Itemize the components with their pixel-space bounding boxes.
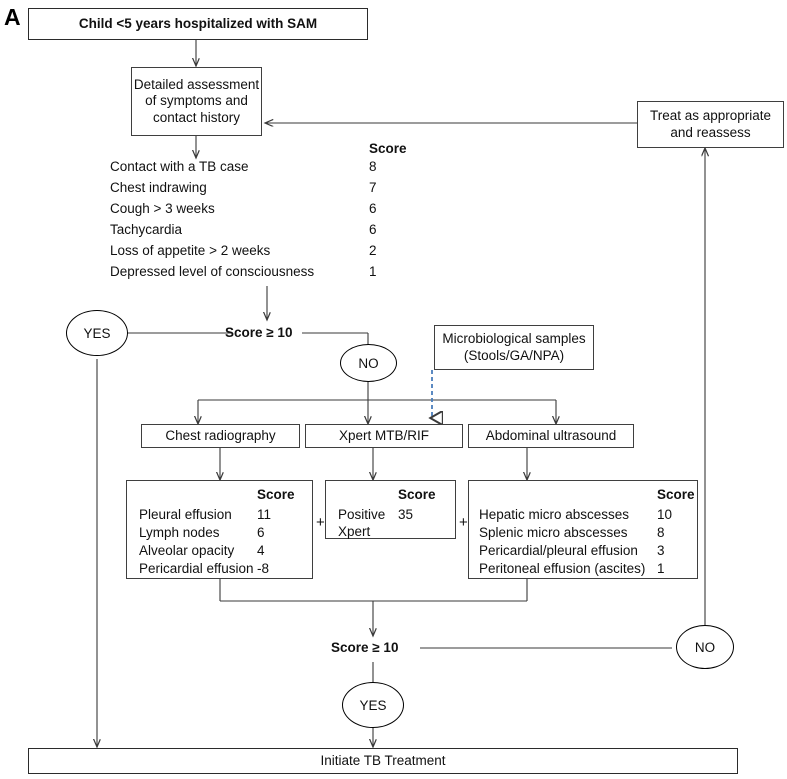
decision-score-threshold-2: Score ≥ 10 bbox=[331, 640, 399, 655]
clinical-score-label-0: Contact with a TB case bbox=[110, 159, 249, 174]
node-start: Child <5 years hospitalized with SAM bbox=[28, 8, 368, 40]
decision-score-threshold-1: Score ≥ 10 bbox=[225, 325, 293, 340]
radiography-label-1: Lymph nodes bbox=[139, 525, 220, 540]
node-chest-radiography: Chest radiography bbox=[141, 424, 300, 448]
clinical-score-value-1: 7 bbox=[369, 180, 377, 195]
node-initiate-tb-treatment: Initiate TB Treatment bbox=[28, 748, 738, 774]
clinical-score-label-4: Loss of appetite > 2 weeks bbox=[110, 243, 271, 258]
decision-yes-2: YES bbox=[342, 682, 404, 728]
radiography-label-0: Pleural effusion bbox=[139, 507, 232, 522]
node-treat-as-appropriate: Treat as appropriate and reassess bbox=[637, 101, 784, 148]
clinical-score-value-3: 6 bbox=[369, 222, 377, 237]
operator-plus-1: + bbox=[316, 514, 325, 531]
clinical-score-value-5: 1 bbox=[369, 264, 377, 279]
radiography-value-3: -8 bbox=[257, 561, 270, 576]
clinical-score-header: Score bbox=[369, 141, 407, 156]
clinical-score-value-2: 6 bbox=[369, 201, 377, 216]
radiography-value-2: 4 bbox=[257, 543, 265, 558]
node-abdominal-ultrasound: Abdominal ultrasound bbox=[468, 424, 634, 448]
decision-yes-1: YES bbox=[66, 310, 128, 356]
xpert-score-header: Score bbox=[398, 487, 436, 502]
ultrasound-label-0: Hepatic micro abscesses bbox=[479, 507, 630, 522]
operator-plus-2: + bbox=[459, 514, 468, 531]
scorebox-ultrasound: Score Hepatic micro abscesses 10 Splenic… bbox=[468, 480, 698, 579]
scorebox-radiography: Score Pleural effusion 11 Lymph nodes 6 … bbox=[126, 480, 313, 579]
node-detailed-assessment: Detailed assessment of symptoms and cont… bbox=[131, 67, 262, 136]
ultrasound-label-1: Splenic micro abscesses bbox=[479, 525, 628, 540]
ultrasound-label-3: Peritoneal effusion (ascites) bbox=[479, 561, 646, 576]
ultrasound-value-0: 10 bbox=[657, 507, 673, 522]
ultrasound-value-1: 8 bbox=[657, 525, 665, 540]
radiography-label-2: Alveolar opacity bbox=[139, 543, 235, 558]
clinical-score-label-3: Tachycardia bbox=[110, 222, 183, 237]
radiography-value-0: 11 bbox=[257, 507, 272, 522]
decision-no-1: NO bbox=[340, 344, 397, 382]
node-xpert-mtb-rif: Xpert MTB/RIF bbox=[305, 424, 463, 448]
clinical-score-value-4: 2 bbox=[369, 243, 377, 258]
ultrasound-value-3: 1 bbox=[657, 561, 665, 576]
panel-label-a: A bbox=[4, 4, 21, 30]
xpert-label-0: Positive Xpert bbox=[338, 507, 386, 539]
clinical-score-label-2: Cough > 3 weeks bbox=[110, 201, 215, 216]
ultrasound-value-2: 3 bbox=[657, 543, 665, 558]
ultrasound-score-header: Score bbox=[657, 487, 695, 502]
clinical-score-label-1: Chest indrawing bbox=[110, 180, 207, 195]
clinical-score-value-0: 8 bbox=[369, 159, 377, 174]
ultrasound-label-2: Pericardial/pleural effusion bbox=[479, 543, 638, 558]
radiography-score-header: Score bbox=[257, 487, 295, 502]
decision-no-2: NO bbox=[676, 625, 734, 669]
radiography-label-3: Pericardial effusion bbox=[139, 561, 254, 576]
xpert-value-0: 35 bbox=[398, 507, 414, 522]
radiography-value-1: 6 bbox=[257, 525, 265, 540]
scorebox-xpert: Score Positive Xpert 35 bbox=[325, 480, 456, 539]
node-microbiological-samples: Microbiological samples (Stools/GA/NPA) bbox=[434, 325, 594, 370]
clinical-score-label-5: Depressed level of consciousness bbox=[110, 264, 315, 279]
